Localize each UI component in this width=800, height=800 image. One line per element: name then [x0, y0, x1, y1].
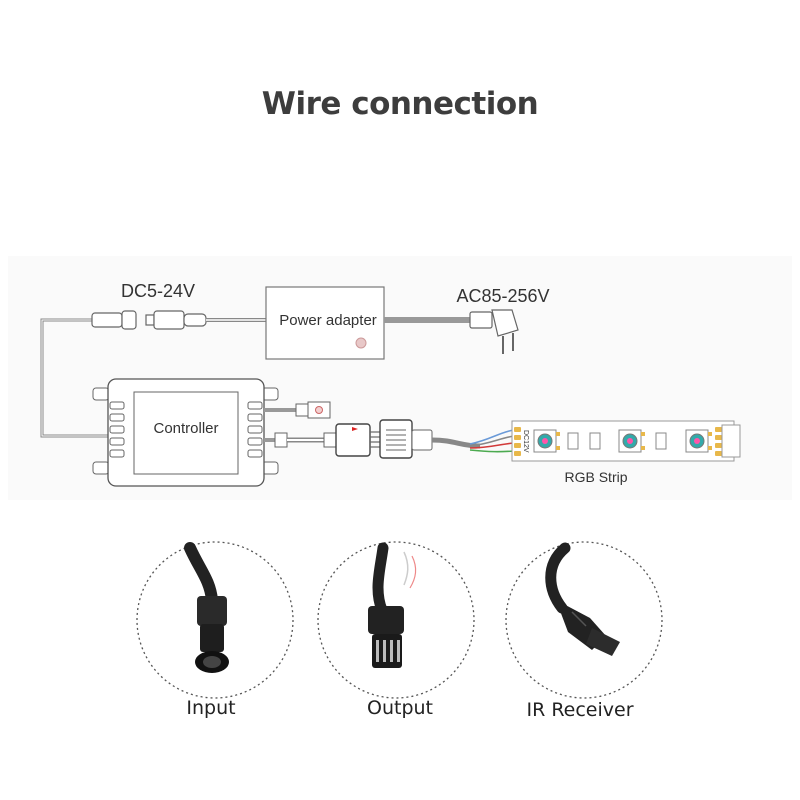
rgb-strip: [511, 420, 741, 462]
ir-receiver-label: IR Receiver: [526, 699, 634, 721]
output-label: Output: [367, 697, 433, 719]
output-cable: [264, 419, 481, 459]
ac-plug: [469, 309, 519, 354]
ac-voltage-label: AC85-256V: [456, 286, 549, 306]
output-connector-photo: [317, 541, 475, 699]
input-label: Input: [186, 697, 236, 719]
page-title: Wire connection: [261, 86, 539, 122]
dc-voltage-label: DC5-24V: [121, 281, 195, 301]
input-connector-photo: [136, 541, 294, 699]
strip-voltage-label: DC12V: [522, 430, 529, 453]
power-adapter-label: Power adapter: [279, 312, 377, 329]
strip-wires: [469, 429, 515, 453]
dc-male-plug: [145, 310, 207, 330]
rgb-strip-label: RGB Strip: [564, 469, 627, 485]
dc-female-jack: [91, 310, 137, 330]
input-wire: [40, 318, 108, 438]
power-adapter: [265, 286, 385, 360]
controller-label: Controller: [153, 420, 218, 437]
controller-box: [92, 378, 279, 487]
ir-receiver-cable: [264, 401, 331, 419]
ir-receiver-photo: [505, 541, 663, 699]
